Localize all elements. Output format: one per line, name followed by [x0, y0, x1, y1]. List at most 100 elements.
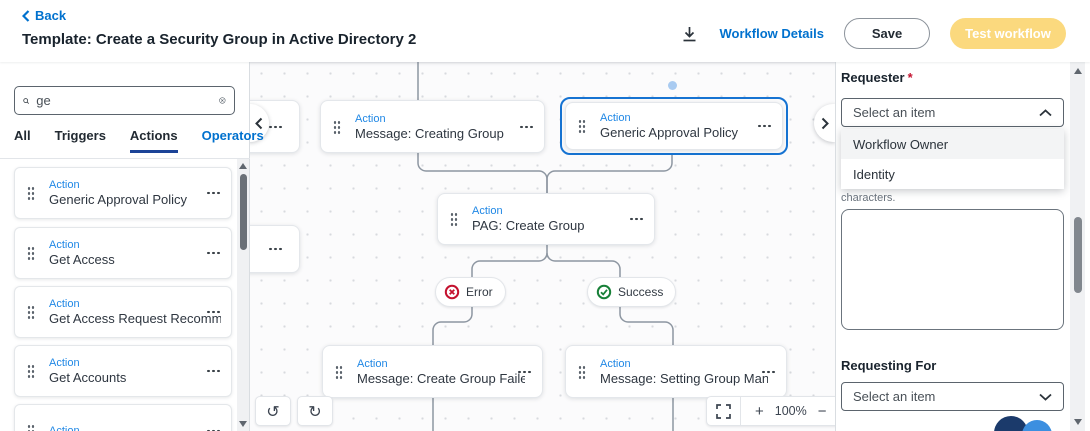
palette-search-input[interactable] — [36, 93, 213, 108]
drag-handle-icon[interactable] — [27, 305, 35, 319]
more-options-icon[interactable] — [206, 310, 221, 314]
download-icon[interactable] — [679, 24, 699, 44]
zoom-out-button[interactable]: − — [817, 402, 827, 420]
drag-handle-icon[interactable] — [27, 364, 35, 378]
more-options-icon[interactable] — [206, 429, 221, 431]
drag-handle-icon[interactable] — [450, 212, 458, 226]
palette-item-get-access-request-recommendation[interactable]: Action Get Access Request Recommendation — [14, 286, 232, 338]
workflow-node-stub-middle[interactable] — [250, 225, 300, 273]
scroll-up-icon[interactable] — [239, 163, 247, 169]
workflow-node-generic-approval-policy[interactable]: Action Generic Approval Policy — [565, 102, 783, 150]
top-header: Back Template: Create a Security Group i… — [0, 0, 1090, 62]
scroll-down-icon[interactable] — [1073, 419, 1082, 425]
drag-handle-icon[interactable] — [333, 119, 341, 134]
drag-handle-icon[interactable] — [27, 186, 35, 200]
workflow-details-link[interactable]: Workflow Details — [719, 26, 824, 41]
connection-point-dot[interactable] — [668, 81, 677, 90]
fit-to-screen-button[interactable] — [707, 397, 740, 425]
back-button[interactable]: Back — [22, 8, 66, 23]
inspector-scrollbar[interactable] — [1070, 62, 1085, 431]
success-icon — [596, 284, 612, 300]
item-title: Get Access — [49, 252, 115, 267]
zoom-toolbar: + 100% − — [706, 396, 835, 426]
requesting-for-select-value: Select an item — [853, 389, 936, 404]
back-label: Back — [35, 8, 67, 23]
item-type-label: Action — [49, 239, 80, 251]
requesting-for-select[interactable]: Select an item — [841, 382, 1064, 411]
fullscreen-icon — [716, 403, 731, 419]
sidebar-scrollbar-thumb[interactable] — [239, 174, 247, 250]
more-options-icon[interactable] — [268, 247, 283, 251]
clear-search-icon[interactable] — [219, 93, 226, 108]
more-options-icon[interactable] — [629, 217, 644, 221]
drag-handle-icon[interactable] — [27, 424, 35, 431]
success-branch-label: Success — [618, 285, 664, 299]
chevron-down-icon — [1039, 393, 1052, 401]
redo-icon: ↻ — [308, 401, 322, 421]
node-inspector-panel: Requester* Select an item Workflow Owner… — [835, 62, 1070, 431]
palette-item-get-accounts[interactable]: Action Get Accounts — [14, 345, 232, 397]
workflow-canvas[interactable]: Action Message: Creating Group Action Ge… — [250, 62, 835, 431]
scroll-up-icon[interactable] — [1073, 68, 1082, 74]
palette-list: Action Generic Approval Policy Action Ge… — [0, 159, 238, 431]
requester-label: Requester* — [841, 70, 913, 85]
node-type-label: Action — [472, 205, 503, 217]
undo-icon: ↺ — [266, 401, 280, 421]
expand-inspector-button[interactable] — [814, 104, 835, 142]
drag-handle-icon[interactable] — [335, 364, 343, 379]
error-icon — [444, 284, 460, 300]
chevron-left-icon — [254, 117, 262, 129]
more-options-icon[interactable] — [268, 124, 283, 129]
node-title: Message: Setting Group Manager — [600, 370, 768, 386]
node-title: Message: Creating Group — [355, 125, 504, 141]
chevron-left-icon — [22, 9, 30, 22]
zoom-in-button[interactable]: + — [755, 402, 764, 420]
selected-node-ring: Action Generic Approval Policy — [560, 97, 788, 155]
chat-widget-icon[interactable] — [1022, 420, 1052, 431]
test-workflow-button[interactable]: Test workflow — [950, 18, 1066, 49]
character-limit-helper-text: characters. — [841, 192, 896, 204]
sidebar-scrollbar[interactable] — [237, 159, 249, 431]
save-button[interactable]: Save — [844, 18, 930, 49]
palette-item-partial[interactable]: Action — [14, 404, 232, 431]
workflow-node-message-creating-group[interactable]: Action Message: Creating Group — [320, 100, 545, 153]
palette-item-generic-approval-policy[interactable]: Action Generic Approval Policy — [14, 167, 232, 219]
drag-handle-icon[interactable] — [578, 119, 586, 133]
more-options-icon[interactable] — [206, 191, 221, 195]
more-options-icon[interactable] — [761, 369, 776, 374]
chevron-up-icon — [1039, 108, 1052, 116]
dropdown-option-workflow-owner[interactable]: Workflow Owner — [841, 129, 1064, 159]
dropdown-option-identity[interactable]: Identity — [853, 166, 895, 182]
requesting-for-label: Requesting For — [841, 358, 937, 373]
scroll-down-icon[interactable] — [239, 421, 247, 427]
requester-select[interactable]: Select an item — [841, 98, 1064, 127]
undo-button[interactable]: ↺ — [255, 396, 291, 426]
more-options-icon[interactable] — [517, 369, 532, 374]
redo-button[interactable]: ↻ — [297, 396, 333, 426]
workflow-node-pag-create-group[interactable]: Action PAG: Create Group — [437, 193, 655, 245]
palette-item-get-access[interactable]: Action Get Access — [14, 227, 232, 279]
drag-handle-icon[interactable] — [27, 246, 35, 260]
node-type-label: Action — [600, 357, 631, 370]
workflow-node-message-setting-group-manager[interactable]: Action Message: Setting Group Manager — [565, 345, 787, 398]
help-widget-icon[interactable] — [994, 416, 1028, 431]
tab-triggers[interactable]: Triggers — [54, 128, 106, 143]
more-options-icon[interactable] — [206, 369, 221, 373]
item-title: Generic Approval Policy — [49, 192, 188, 207]
zoom-level: 100% — [774, 404, 807, 418]
node-type-label: Action — [355, 112, 386, 125]
tab-actions[interactable]: Actions — [129, 128, 178, 153]
collapse-sidebar-button[interactable] — [250, 104, 269, 142]
node-title: Message: Create Group Failed — [357, 370, 525, 386]
inspector-scrollbar-thumb[interactable] — [1073, 217, 1082, 293]
workflow-node-message-create-group-failed[interactable]: Action Message: Create Group Failed — [322, 345, 543, 398]
tab-operators[interactable]: Operators — [201, 128, 264, 143]
more-options-icon[interactable] — [206, 251, 221, 255]
description-textarea[interactable] — [841, 209, 1064, 330]
drag-handle-icon[interactable] — [578, 364, 586, 379]
requester-dropdown: Workflow Owner Identity — [841, 129, 1064, 189]
palette-sidebar: All Triggers Actions Operators Action Ge… — [0, 62, 264, 431]
more-options-icon[interactable] — [519, 124, 534, 129]
more-options-icon[interactable] — [757, 124, 772, 128]
tab-all[interactable]: All — [14, 128, 31, 143]
